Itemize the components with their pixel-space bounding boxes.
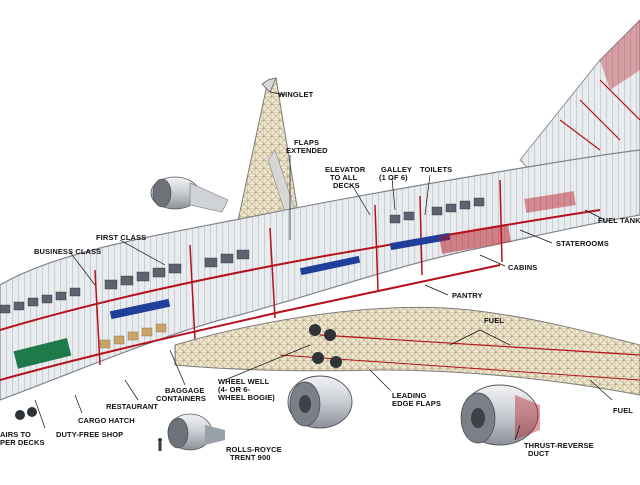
label-baggage-2: CONTAINERS bbox=[156, 394, 206, 403]
far-engine bbox=[150, 176, 229, 213]
label-cargo-hatch: CARGO HATCH bbox=[78, 416, 135, 425]
label-duty-free: DUTY-FREE SHOP bbox=[56, 430, 123, 439]
label-galley-1: GALLEY bbox=[381, 165, 412, 174]
winglet-shape bbox=[261, 77, 277, 93]
label-elevator-2: TO ALL bbox=[330, 173, 358, 182]
outboard-engine bbox=[460, 384, 540, 446]
label-elevator-1: ELEVATOR bbox=[325, 165, 366, 174]
label-business-class: BUSINESS CLASS bbox=[34, 247, 101, 256]
label-stairs-2: PER DECKS bbox=[0, 438, 45, 447]
label-leading-1: LEADING bbox=[392, 391, 427, 400]
near-wing bbox=[174, 306, 640, 396]
callout-labels: WINGLET FLAPS EXTENDED ELEVATOR TO ALL D… bbox=[0, 90, 640, 462]
label-galley-2: (1 OF 6) bbox=[379, 173, 408, 182]
label-wheel-well-2: (4- OR 6- bbox=[218, 385, 251, 394]
duty-free-floor bbox=[13, 338, 72, 369]
upper-deck-seating bbox=[0, 191, 576, 369]
label-cabins: CABINS bbox=[508, 263, 537, 272]
label-thrust-reverse-2: DUCT bbox=[528, 449, 550, 458]
person-scale-figure bbox=[158, 438, 162, 451]
label-elevator-3: DECKS bbox=[333, 181, 360, 190]
label-rolls-royce-1: ROLLS-ROYCE bbox=[226, 445, 282, 454]
inboard-engine bbox=[287, 375, 353, 429]
label-leading-2: EDGE FLAPS bbox=[392, 399, 441, 408]
label-fuel-tank: FUEL TANK bbox=[598, 216, 640, 225]
cabins-block bbox=[438, 224, 512, 254]
landing-gear bbox=[15, 324, 342, 420]
label-restaurant: RESTAURANT bbox=[106, 402, 158, 411]
trent-900-engine bbox=[167, 413, 225, 451]
label-toilets: TOILETS bbox=[420, 165, 452, 174]
label-pantry: PANTRY bbox=[452, 291, 483, 300]
label-wheel-well-3: WHEEL BOGIE) bbox=[218, 393, 275, 402]
label-stairs-1: AIRS TO bbox=[0, 430, 31, 439]
leader-lines bbox=[34, 91, 613, 441]
label-fuel-center: FUEL bbox=[484, 316, 504, 325]
label-thrust-reverse-1: THRUST-REVERSE bbox=[524, 441, 594, 450]
label-flaps-2: EXTENDED bbox=[286, 146, 328, 155]
label-fuel-right: FUEL bbox=[613, 406, 633, 415]
label-winglet: WINGLET bbox=[278, 90, 314, 99]
label-wheel-well-1: WHEEL WELL bbox=[218, 377, 270, 386]
staterooms-block bbox=[524, 191, 576, 213]
label-rolls-royce-2: TRENT 900 bbox=[230, 453, 271, 462]
label-staterooms: STATEROOMS bbox=[556, 239, 609, 248]
label-flaps-1: FLAPS bbox=[294, 138, 319, 147]
label-first-class: FIRST CLASS bbox=[96, 233, 146, 242]
label-baggage-1: BAGGAGE bbox=[165, 386, 204, 395]
